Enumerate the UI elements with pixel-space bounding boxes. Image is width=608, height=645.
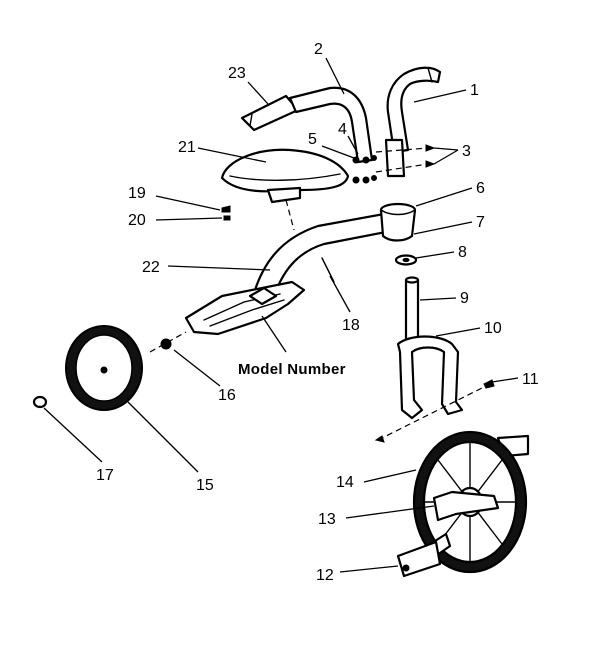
callout-20: 20: [128, 212, 146, 229]
callout-21: 21: [178, 139, 196, 156]
axle-nut-part: [149, 331, 187, 353]
callout-7: 7: [476, 214, 485, 231]
callout-3: 3: [462, 143, 471, 160]
callout-10: 10: [484, 320, 502, 337]
washer-part: [394, 254, 418, 266]
handlebar-right-part: [386, 66, 442, 154]
callout-18: 18: [342, 317, 360, 334]
callout-4: 4: [338, 121, 347, 138]
callout-14: 14: [336, 474, 354, 491]
axle-cap-part: [32, 395, 48, 409]
callout-19: 19: [128, 185, 146, 202]
callout-1: 1: [470, 82, 479, 99]
callout-16: 16: [218, 387, 236, 404]
fork-part: [396, 276, 464, 420]
callout-12: 12: [316, 567, 334, 584]
callout-23: 23: [228, 65, 246, 82]
clamp-hardware-part: [352, 138, 436, 184]
axle-pin-part: [321, 257, 335, 283]
callout-13: 13: [318, 511, 336, 528]
callout-9: 9: [460, 290, 469, 307]
front-axle-bolt-part: [374, 379, 495, 443]
seat-bolts-part: [221, 205, 231, 221]
callout-8: 8: [458, 244, 467, 261]
callout-labels: 1 2 3 4 5 6 7 8 9 10 11 12 13 14 15 16 1…: [96, 41, 539, 584]
callout-11: 11: [522, 371, 539, 388]
seat-part: [220, 148, 350, 231]
rear-wheel-part: [65, 325, 143, 411]
callout-2: 2: [314, 41, 323, 58]
callout-6: 6: [476, 180, 485, 197]
callout-22: 22: [142, 259, 160, 276]
front-wheel-part: [396, 430, 530, 578]
callout-15: 15: [196, 477, 214, 494]
model-number-label: Model Number: [238, 361, 346, 378]
callout-17: 17: [96, 467, 114, 484]
handlebar-grip-part: [240, 94, 300, 132]
step-plate-part: [184, 280, 306, 336]
head-tube-part: [379, 202, 417, 242]
leader-lines: [43, 57, 519, 573]
callout-5: 5: [308, 131, 317, 148]
